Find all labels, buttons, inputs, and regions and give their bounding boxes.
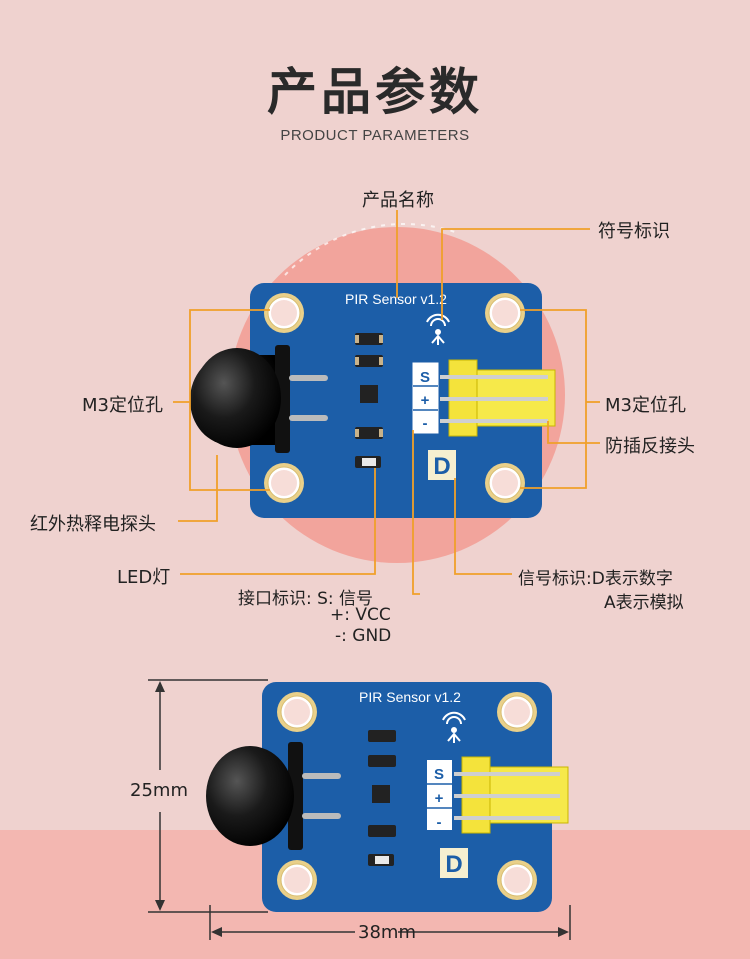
page-title: 产品参数 xyxy=(267,63,483,121)
m3-hole-icon xyxy=(496,691,538,733)
pir-board-bottom: PIR Sensor v1.2 S + - D xyxy=(206,682,569,912)
pin-label-plus-bottom: + xyxy=(435,790,444,807)
pin-label-s-bottom: S xyxy=(434,766,444,783)
motion-sensor-icon xyxy=(442,711,466,743)
callout-m3-hole-left: M3定位孔 xyxy=(82,395,163,416)
callout-anti-reverse: 防插反接头 xyxy=(605,436,695,457)
dimension-lines xyxy=(148,679,571,940)
m3-hole-icon xyxy=(263,292,305,334)
m3-hole-icon xyxy=(276,691,318,733)
callout-led: LED灯 xyxy=(117,567,171,588)
m3-hole-icon xyxy=(484,292,526,334)
callout-m3-hole-right: M3定位孔 xyxy=(605,395,686,416)
callout-ir-probe: 红外热释电探头 xyxy=(30,514,156,535)
pir-board-top: PIR Sensor v1.2 S + - xyxy=(190,283,556,518)
board-silkscreen: PIR Sensor v1.2 xyxy=(345,291,447,307)
pin-label-minus-bottom: - xyxy=(437,814,442,831)
pir-sensor-dome-icon xyxy=(206,742,341,850)
pin-label-minus: - xyxy=(423,415,428,432)
page-subtitle: PRODUCT PARAMETERS xyxy=(280,127,470,144)
digital-mark: D xyxy=(433,453,450,480)
pin-label-s: S xyxy=(420,369,430,386)
pir-sensor-dome-icon xyxy=(190,345,328,453)
callout-interface-line3: -: GND xyxy=(335,626,392,646)
dimension-height: 25mm xyxy=(130,780,188,801)
dimension-width: 38mm xyxy=(358,922,416,943)
callout-interface-line1: 接口标识: S: 信号 xyxy=(238,589,374,609)
callout-signal-line2: A表示模拟 xyxy=(604,593,684,613)
callout-symbol-mark: 符号标识 xyxy=(598,221,670,242)
callout-product-name: 产品名称 xyxy=(362,190,434,211)
callout-interface-line2: +: VCC xyxy=(330,605,391,625)
leader-lines xyxy=(173,210,600,595)
m3-hole-icon xyxy=(496,859,538,901)
digital-mark-bottom: D xyxy=(445,851,462,878)
pin-label-plus: + xyxy=(421,392,430,409)
motion-sensor-icon xyxy=(426,313,450,345)
m3-hole-icon xyxy=(276,859,318,901)
callout-signal-line1: 信号标识:D表示数字 xyxy=(518,569,673,589)
m3-hole-icon xyxy=(263,462,305,504)
m3-hole-icon xyxy=(484,462,526,504)
board-silkscreen-bottom: PIR Sensor v1.2 xyxy=(359,689,461,705)
